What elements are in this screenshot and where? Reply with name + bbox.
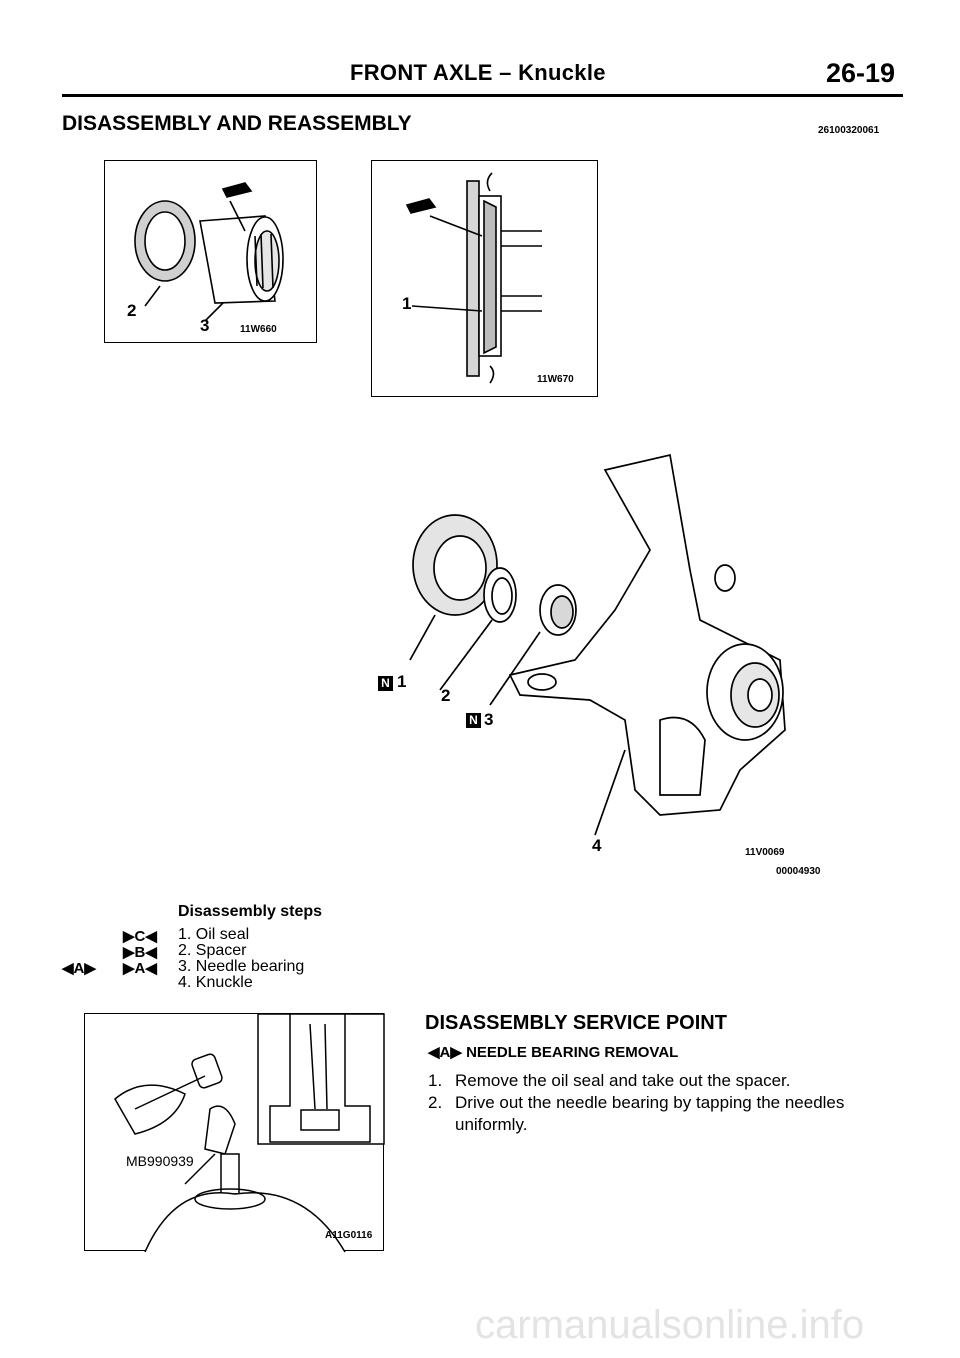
reassembly-mark-c: ▶C◀ [123,928,157,945]
service-point-subtitle: ◀A▶ NEEDLE BEARING REMOVAL [428,1043,678,1061]
callout-1: 1 [402,294,412,313]
callout-2: 2 [127,301,137,320]
new-part-mark-1: N [378,676,393,691]
callout-3: 3 [484,710,494,729]
header-rule [62,94,903,97]
watermark: carmanualsonline.info [475,1303,865,1347]
bearing-removal-illustration [114,1013,385,1253]
service-step-num: 1. [428,1071,443,1090]
step-1: 1. Oil seal [178,926,250,943]
figure-oil-seal-section: 1 11W670 [371,160,598,397]
callout-4: 4 [592,836,602,855]
service-step-text: uniformly. [455,1115,528,1134]
figure-code: A11G0116 [325,1230,373,1241]
disassembly-steps-title: Disassembly steps [178,903,323,920]
spacer-bearing-illustration [134,182,284,322]
figure-bearing-removal: MB990939 A11G0116 [84,1013,385,1253]
step-3: 3. Needle bearing [178,958,305,975]
disassembly-mark-a: ◀A▶ [62,960,96,977]
figure-code: 11V0069 [745,847,785,858]
service-step-text: Remove the oil seal and take out the spa… [455,1071,791,1090]
page-number: 26-19 [826,58,896,88]
service-step-text: Drive out the needle bearing by tapping … [455,1093,845,1112]
section-title: DISASSEMBLY AND REASSEMBLY [62,112,412,135]
callout-3: 3 [200,316,210,335]
figure-code: 11W660 [240,324,277,335]
tool-label: MB990939 [126,1153,194,1169]
step-4: 4. Knuckle [178,974,253,991]
service-point-title: DISASSEMBLY SERVICE POINT [425,1012,727,1034]
callout-1: 1 [397,672,407,691]
oil-seal-section-illustration [405,172,542,384]
page-header-title: FRONT AXLE – Knuckle [350,60,606,85]
reassembly-mark-a: ▶A◀ [123,960,157,977]
reassembly-mark-b: ▶B◀ [123,944,157,961]
step-2: 2. Spacer [178,942,247,959]
section-code: 26100320061 [818,125,880,136]
new-part-mark-3: N [466,713,481,728]
subtitle-text: NEEDLE BEARING REMOVAL [466,1044,679,1061]
figure-spacer-bearing: 2 3 11W660 [104,160,317,343]
knuckle-exploded-illustration [409,453,786,836]
callout-2: 2 [441,686,451,705]
service-step-num: 2. [428,1093,443,1112]
figure-subcode: 00004930 [776,866,821,877]
disassembly-mark-a: ◀A▶ [428,1044,462,1061]
figure-code: 11W670 [537,374,574,385]
